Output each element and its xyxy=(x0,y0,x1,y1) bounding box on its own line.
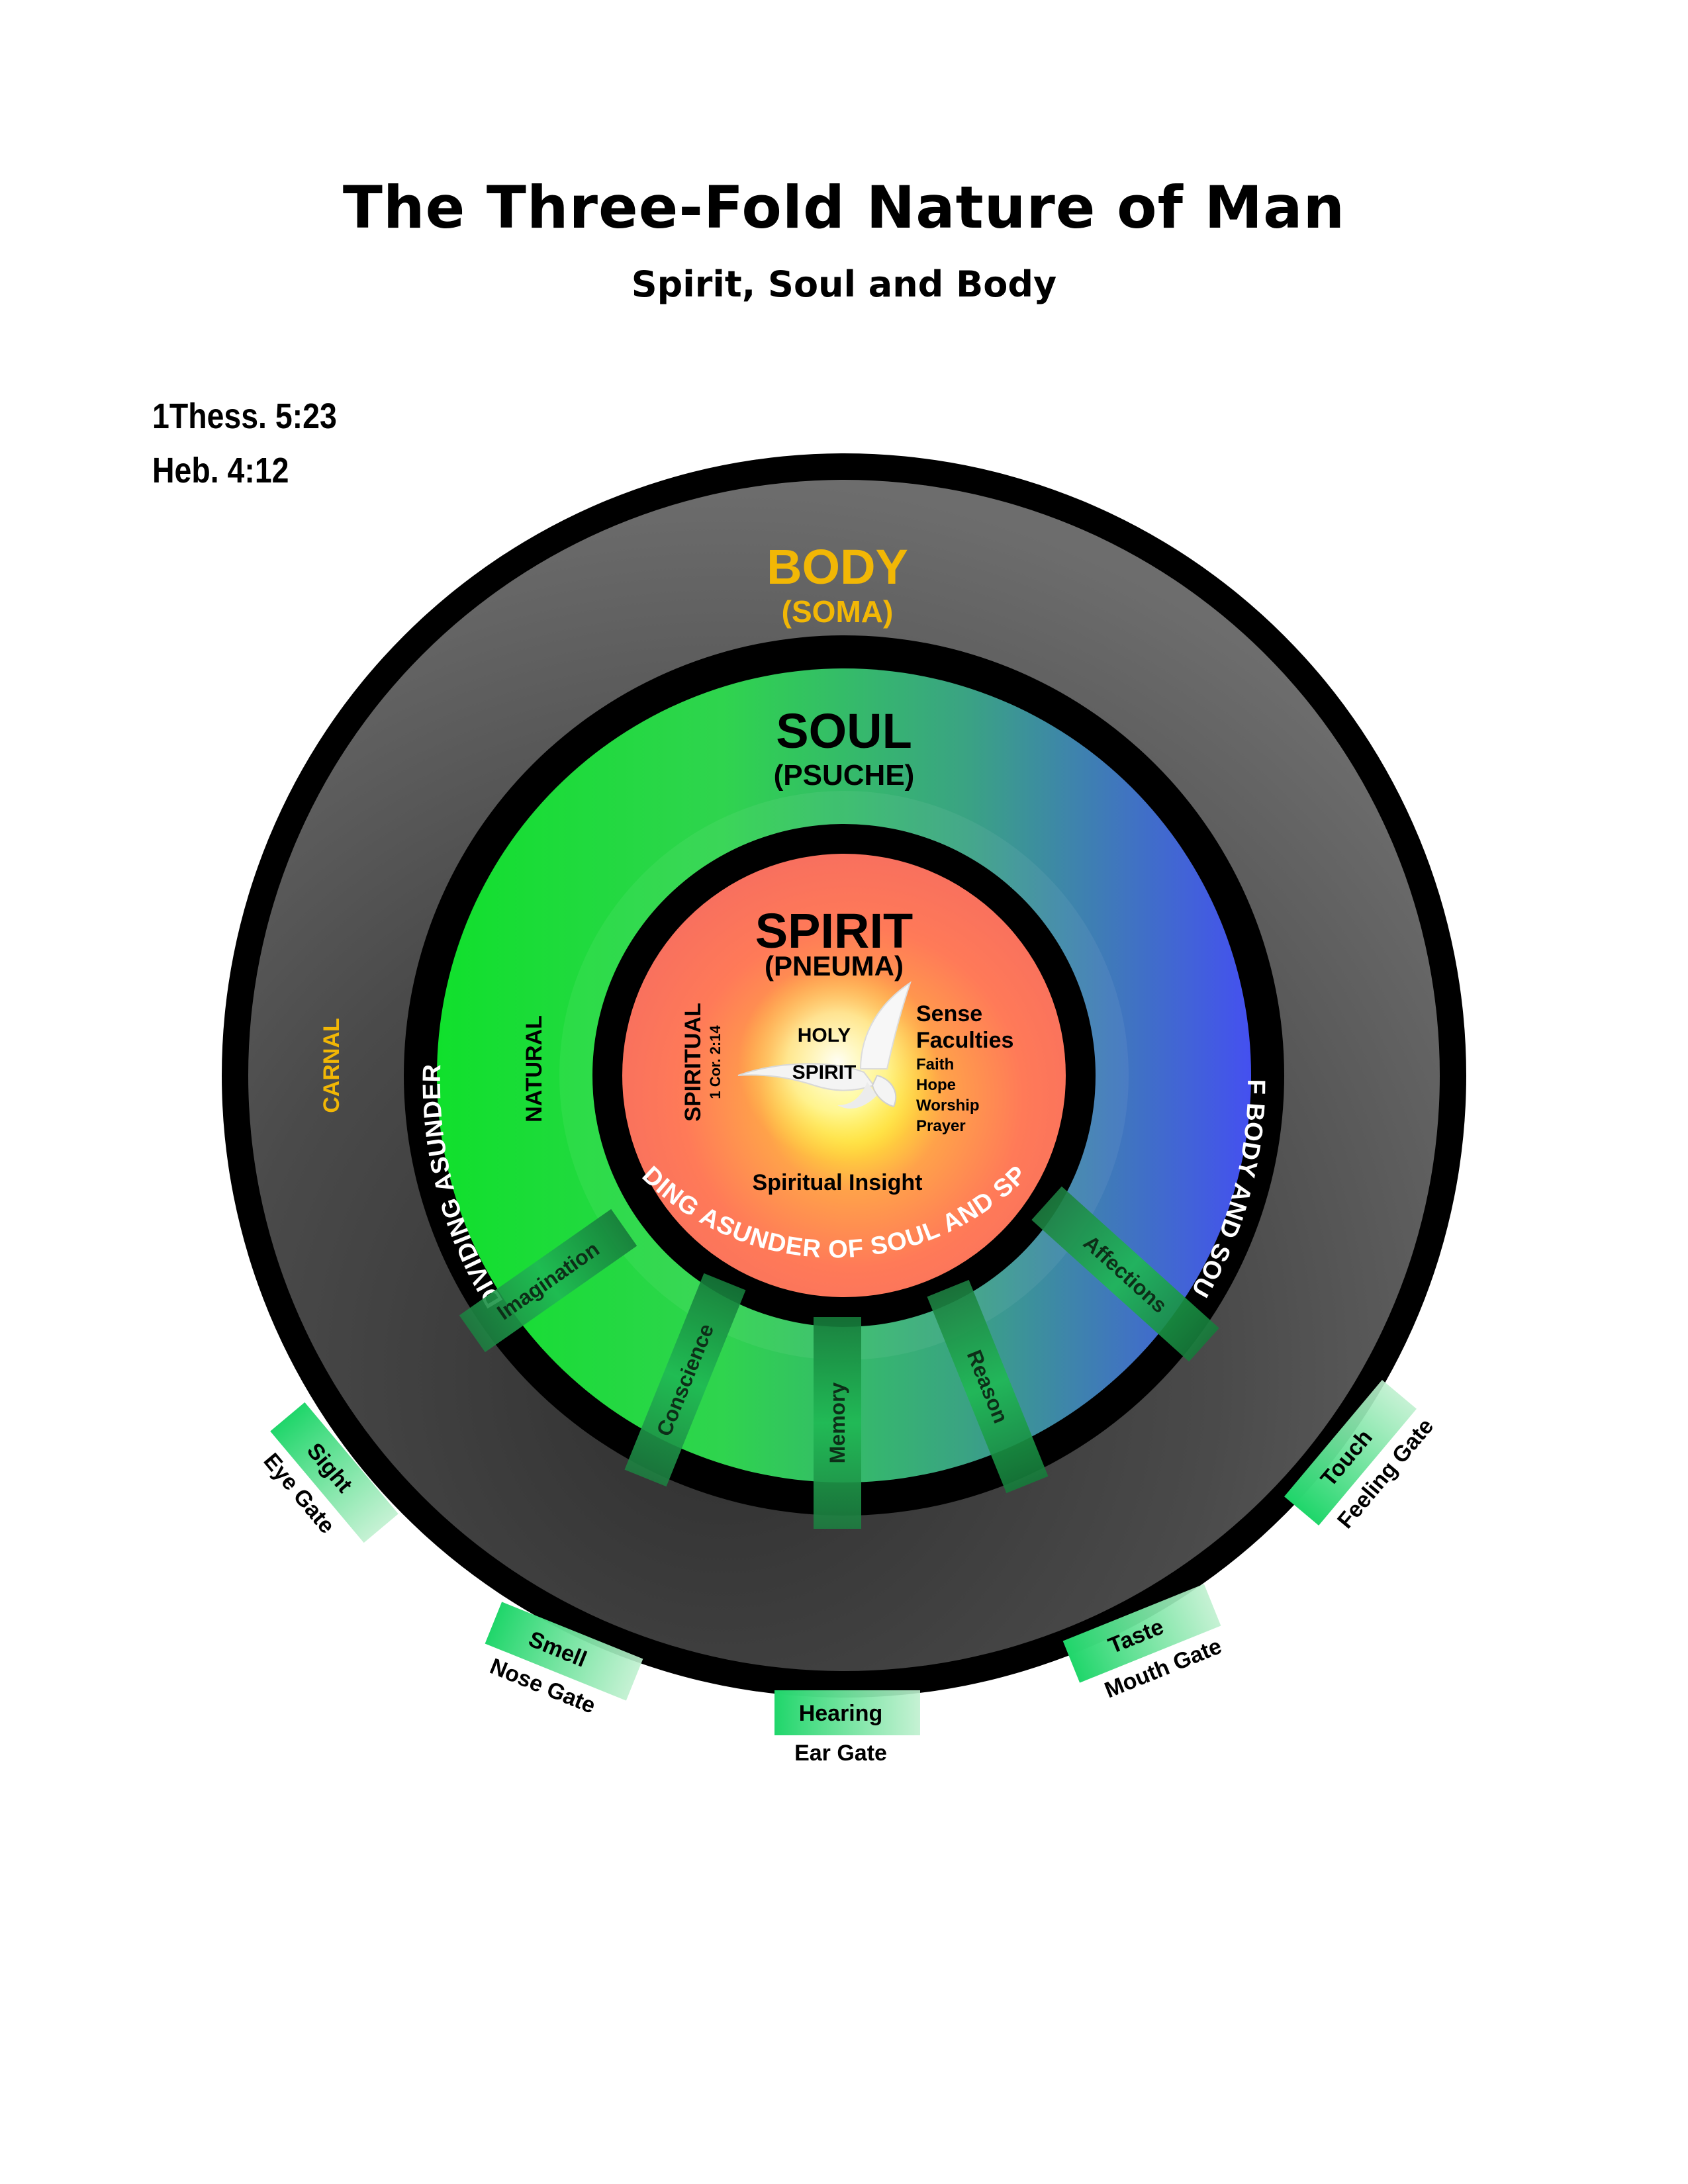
spiritual-insight-label: Spiritual Insight xyxy=(753,1170,923,1195)
carnal-label: CARNAL xyxy=(319,1018,344,1113)
soul-label: SOUL xyxy=(776,704,912,758)
page-subtitle: Spirit, Soul and Body xyxy=(631,263,1057,305)
sense-item-hope: Hope xyxy=(916,1076,956,1094)
gate-name-label: Ear Gate xyxy=(794,1741,887,1766)
sense-item-prayer: Prayer xyxy=(916,1117,966,1135)
gate-sense-label: Hearing xyxy=(799,1701,883,1726)
gate-hearing: Hearing Ear Gate xyxy=(774,1690,920,1766)
spiritual-reference: 1 Cor. 2:14 xyxy=(707,1025,724,1099)
natural-label: NATURAL xyxy=(522,1015,547,1122)
reference-2: Heb. 4:12 xyxy=(152,451,289,490)
page-title: The Three-Fold Nature of Man xyxy=(342,173,1346,242)
sense-item-worship: Worship xyxy=(916,1097,980,1115)
sense-item-faith: Faith xyxy=(916,1056,954,1073)
spirit-greek-label: (PNEUMA) xyxy=(765,950,904,981)
body-label: BODY xyxy=(767,539,908,594)
holy-label: HOLY xyxy=(798,1024,851,1046)
spirit-word-label: SPIRIT xyxy=(792,1062,857,1083)
spiritual-label: SPIRITUAL xyxy=(680,1003,706,1121)
scripture-references: 1Thess. 5:23 Heb. 4:12 xyxy=(152,389,337,498)
sense-title-line1: Sense xyxy=(916,1001,982,1026)
faculty-memory: Memory xyxy=(814,1317,861,1529)
soul-greek-label: (PSUCHE) xyxy=(774,759,915,792)
dove-icon xyxy=(737,981,912,1109)
sense-title-line2: Faculties xyxy=(916,1028,1013,1053)
faculty-label: Memory xyxy=(825,1382,849,1463)
reference-1: 1Thess. 5:23 xyxy=(152,396,337,436)
spirit-label: SPIRIT xyxy=(755,903,913,958)
body-greek-label: (SOMA) xyxy=(782,594,894,629)
